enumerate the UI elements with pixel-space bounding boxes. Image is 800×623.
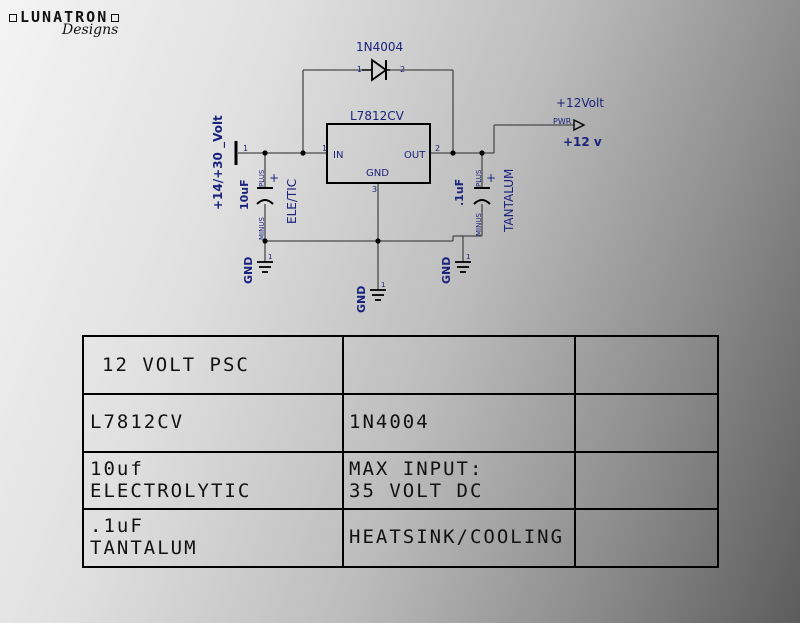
capacitor-icon [473, 199, 491, 205]
output-voltage-label: +12 v [563, 135, 602, 149]
diode-ref: 1N4004 [356, 40, 403, 54]
svg-text:PLUS: PLUS [258, 169, 266, 187]
capacitor-0-1uf: + PLUS MINUS .1uF TANTALUM [453, 169, 516, 236]
svg-text:PLUS: PLUS [475, 169, 483, 187]
title-block: 12 VOLT PSC L7812CV 1N4004 10uf ELECTROL… [82, 335, 719, 568]
wires [238, 69, 574, 290]
logo-square-icon [111, 13, 120, 22]
cell-heatsink: HEATSINK/COOLING [349, 526, 565, 548]
pin-gnd-label: GND [366, 168, 389, 179]
cell-max-input: MAX INPUT: 35 VOLT DC [349, 458, 484, 502]
svg-text:1: 1 [357, 65, 362, 74]
input-connector: 1 +14/+30 _Volt [211, 115, 248, 210]
title-block-grid [84, 337, 717, 566]
ground-symbol-right [455, 261, 471, 273]
port-arrow-icon [573, 118, 586, 132]
lunatron-logo: LUNATRON Designs [6, 8, 122, 38]
regulator-l7812cv: L7812CV IN OUT GND 1 2 3 [322, 109, 440, 194]
cap1-value: 10uF [238, 179, 251, 210]
cell-diode: 1N4004 [349, 411, 430, 433]
cell-cap2: .1uF TANTALUM [90, 515, 198, 559]
pin-out-label: OUT [404, 150, 426, 161]
cap1-type: ELE/TIC [285, 179, 299, 224]
input-voltage-label: +14/+30 _Volt [211, 115, 226, 210]
junctions [262, 150, 485, 244]
regulator-ref: L7812CV [350, 109, 405, 123]
cell-regulator: L7812CV [90, 411, 185, 433]
svg-text:+: + [486, 171, 496, 185]
logo-name: LUNATRON [20, 8, 109, 26]
svg-text:3: 3 [372, 185, 377, 194]
svg-text:1: 1 [322, 144, 327, 153]
gnd-label-center: GND [355, 286, 368, 313]
svg-text:MINUS: MINUS [475, 213, 483, 236]
svg-text:+: + [269, 171, 279, 185]
pin-in-label: IN [333, 150, 343, 161]
logo-subtitle: Designs [62, 22, 119, 38]
cell-title: 12 VOLT PSC [102, 354, 250, 376]
svg-text:1: 1 [381, 281, 385, 289]
output-port: +12Volt PWR +12 v [553, 96, 604, 149]
capacitor-10uf: + PLUS MINUS 10uF ELE/TIC [238, 169, 299, 240]
output-net-label: +12Volt [556, 96, 604, 110]
ground-symbol-center [370, 289, 386, 301]
logo-square-icon [9, 13, 17, 22]
svg-text:1: 1 [466, 253, 470, 261]
gnd-label-left: GND [242, 257, 255, 284]
capacitor-icon [256, 199, 274, 205]
svg-text:1: 1 [243, 144, 248, 153]
cap2-type: TANTALUM [502, 169, 516, 233]
svg-text:2: 2 [435, 144, 440, 153]
cell-cap1: 10uf ELECTROLYTIC [90, 458, 252, 502]
pwr-label: PWR [553, 117, 572, 126]
ground-symbol-left [257, 261, 273, 273]
gnd-label-right: GND [440, 257, 453, 284]
diode-1n4004: 1N4004 1 2 [356, 40, 405, 82]
svg-text:2: 2 [400, 65, 405, 74]
svg-text:MINUS: MINUS [258, 217, 266, 240]
cap2-value: .1uF [453, 179, 466, 206]
svg-text:1: 1 [268, 253, 272, 261]
diode-icon [371, 58, 388, 82]
schematic: 1N4004 1 2 L7812CV IN OUT GND 1 2 3 1 +1… [211, 40, 604, 313]
